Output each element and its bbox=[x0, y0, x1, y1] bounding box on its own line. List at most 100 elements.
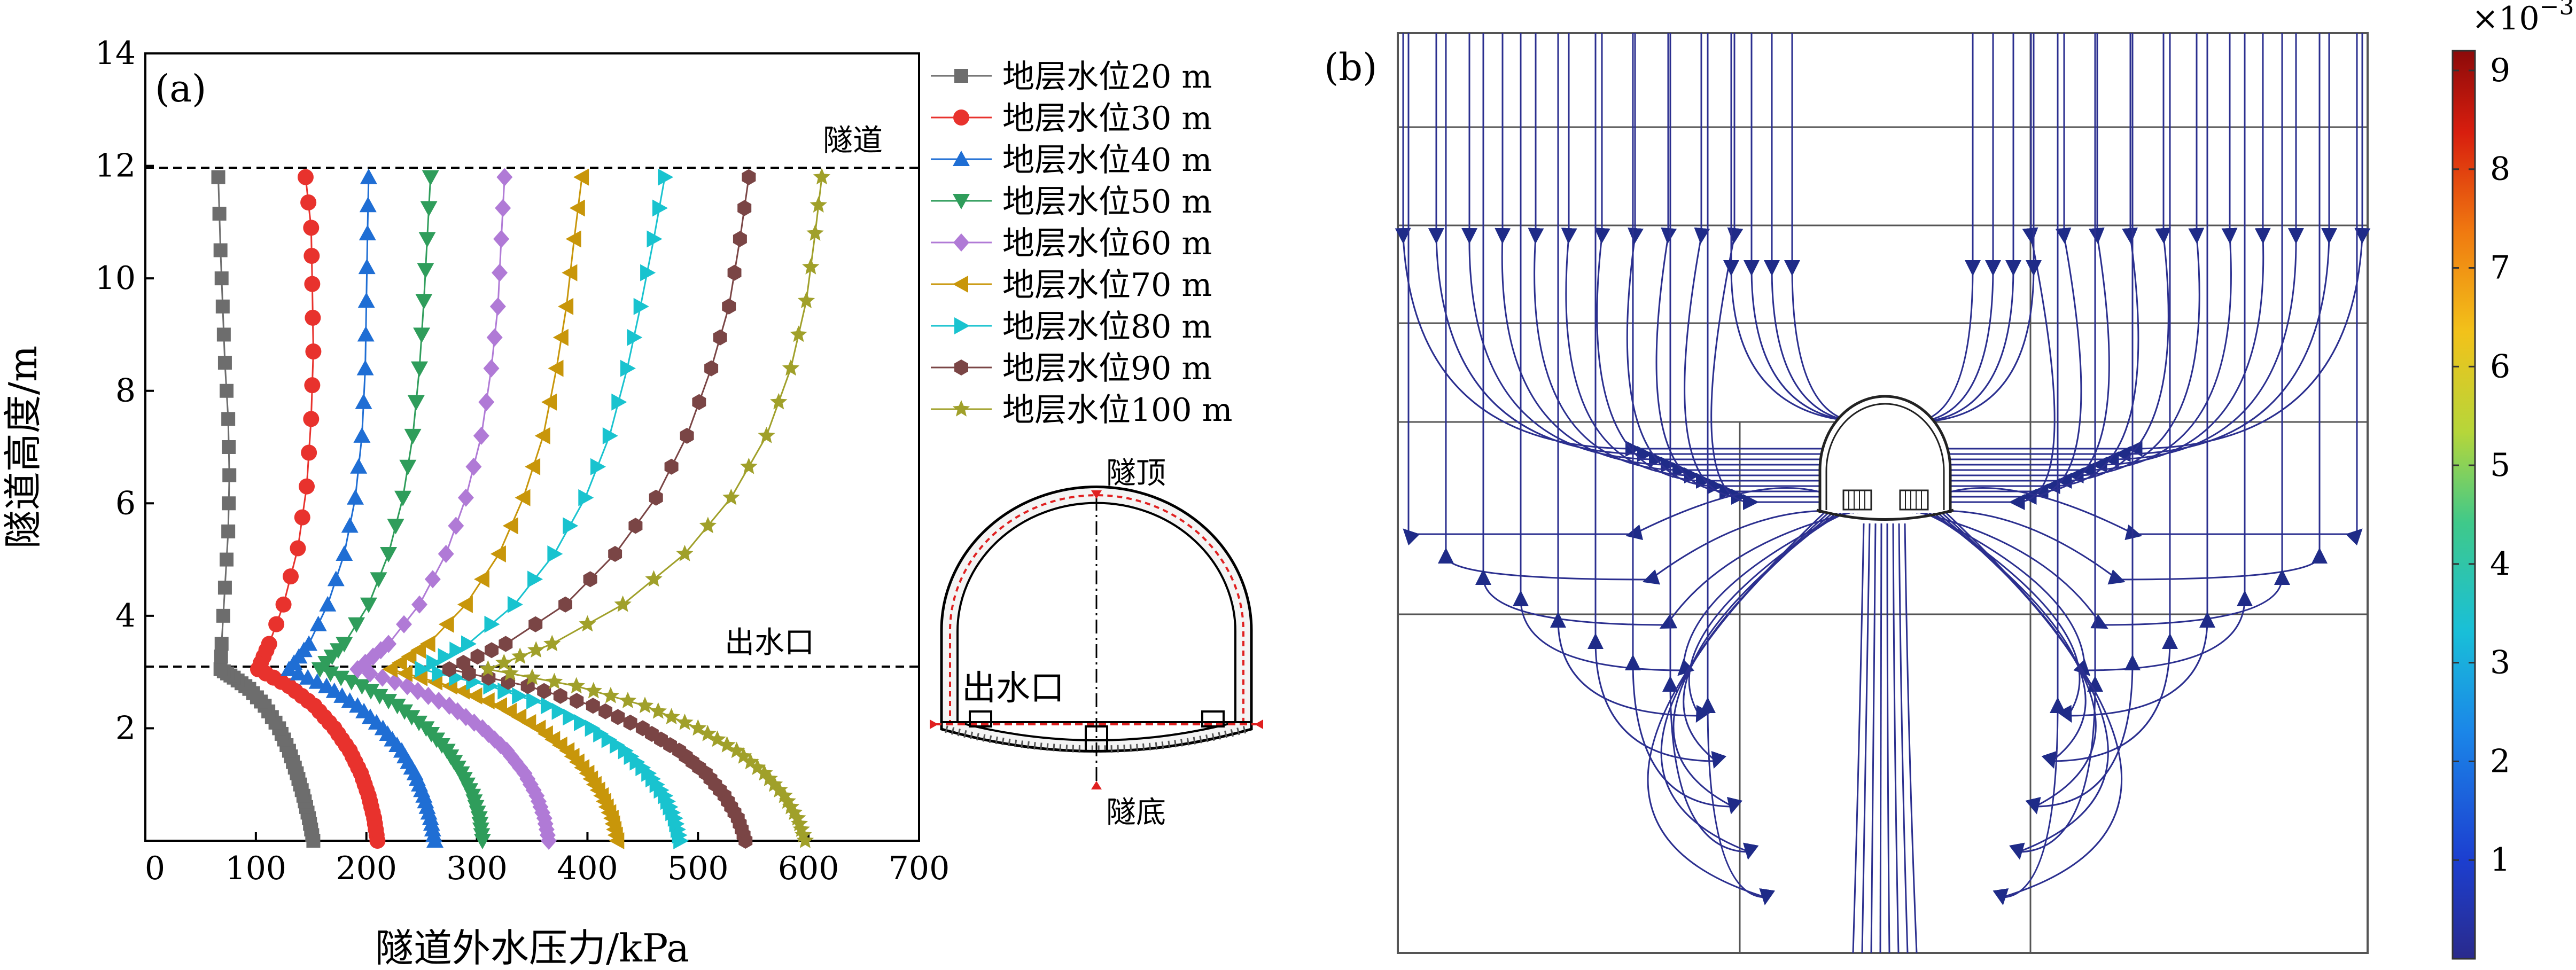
data-point bbox=[318, 677, 336, 693]
data-point bbox=[802, 258, 820, 275]
data-point bbox=[579, 615, 596, 632]
streamline bbox=[1945, 33, 2122, 905]
data-point bbox=[424, 570, 441, 589]
data-point bbox=[442, 661, 456, 677]
data-point bbox=[213, 662, 228, 676]
data-point bbox=[649, 702, 667, 719]
data-point bbox=[954, 359, 968, 376]
inset-top-marker bbox=[1091, 490, 1102, 499]
data-point bbox=[493, 230, 510, 248]
legend-label: 地层水位100 m bbox=[1002, 392, 1233, 429]
data-point bbox=[699, 725, 717, 741]
colorbar-tick-label: 4 bbox=[2490, 545, 2510, 583]
legend-item: 地层水位80 m bbox=[931, 308, 1212, 346]
data-point bbox=[585, 682, 602, 699]
data-point bbox=[507, 596, 523, 613]
data-point bbox=[370, 572, 387, 588]
data-point bbox=[565, 230, 581, 248]
series-line bbox=[257, 177, 378, 841]
data-point bbox=[309, 615, 327, 631]
data-point bbox=[305, 309, 321, 326]
data-point bbox=[598, 703, 612, 719]
data-point bbox=[692, 394, 706, 410]
data-point bbox=[215, 299, 230, 314]
tunnel-in-domain bbox=[1816, 395, 1954, 521]
inset-drain-left bbox=[969, 710, 992, 728]
data-point bbox=[511, 708, 527, 726]
data-point bbox=[680, 427, 694, 444]
tunnel-cross-section-inset: 隧顶 出水口 隧底 bbox=[930, 456, 1263, 830]
data-point bbox=[268, 616, 285, 632]
y-tick-label: 12 bbox=[95, 147, 136, 185]
data-point bbox=[633, 298, 649, 315]
plot-frame-a bbox=[144, 52, 920, 842]
streamline bbox=[1655, 33, 1827, 499]
legend-label: 地层水位90 m bbox=[1002, 350, 1212, 387]
data-point bbox=[567, 677, 585, 694]
data-point bbox=[411, 361, 428, 377]
streamline bbox=[1763, 33, 1860, 423]
data-point bbox=[733, 231, 747, 247]
legend-item: 地层水位50 m bbox=[931, 183, 1212, 221]
legend-item: 地层水位40 m bbox=[931, 142, 1212, 179]
data-point bbox=[303, 220, 320, 236]
legend-label: 地层水位50 m bbox=[1002, 183, 1212, 221]
data-point bbox=[411, 595, 427, 614]
inset-top-label: 隧顶 bbox=[1106, 456, 1166, 491]
data-point bbox=[211, 170, 225, 184]
streamline bbox=[1949, 33, 2056, 510]
data-point bbox=[388, 699, 406, 715]
data-point bbox=[456, 655, 471, 671]
data-point bbox=[432, 664, 448, 682]
data-point bbox=[649, 489, 663, 506]
data-point bbox=[214, 271, 229, 286]
data-point bbox=[541, 697, 556, 715]
data-point bbox=[343, 675, 360, 691]
data-point bbox=[489, 297, 506, 316]
data-point bbox=[438, 615, 454, 633]
x-tick-label: 100 bbox=[225, 850, 287, 887]
data-point bbox=[465, 457, 482, 476]
streamline bbox=[1861, 523, 1871, 953]
streamline bbox=[1943, 33, 2110, 499]
colorbar-tick-label: 8 bbox=[2490, 151, 2510, 188]
data-point bbox=[449, 642, 465, 659]
data-point bbox=[523, 668, 541, 685]
data-point bbox=[771, 781, 788, 797]
inset-outlet-label: 出水口 bbox=[962, 669, 1064, 708]
data-point bbox=[619, 692, 637, 708]
data-point bbox=[602, 686, 619, 703]
y-tick-label: 10 bbox=[95, 260, 136, 297]
data-point bbox=[304, 276, 321, 292]
series-line bbox=[356, 177, 550, 841]
data-point bbox=[356, 359, 374, 376]
data-point bbox=[371, 689, 388, 705]
data-point bbox=[636, 697, 654, 714]
streamline bbox=[1898, 523, 1909, 953]
colorbar-tick-label: 1 bbox=[2490, 841, 2510, 879]
data-point bbox=[473, 426, 489, 445]
series-triangle-down bbox=[311, 170, 491, 849]
data-point bbox=[578, 489, 594, 506]
y-tick-label: 6 bbox=[115, 484, 136, 522]
data-point bbox=[543, 635, 561, 652]
data-point bbox=[495, 199, 511, 217]
data-point bbox=[530, 719, 546, 737]
x-tick-label: 300 bbox=[446, 850, 508, 887]
streamline bbox=[1892, 523, 1900, 953]
data-point bbox=[221, 412, 236, 426]
data-point bbox=[391, 654, 407, 671]
data-point bbox=[699, 517, 717, 534]
data-point bbox=[611, 709, 625, 725]
data-point bbox=[782, 359, 800, 376]
data-point bbox=[347, 489, 364, 505]
legend-item: 地层水位90 m bbox=[931, 350, 1212, 387]
data-point bbox=[548, 359, 564, 377]
data-point bbox=[220, 552, 234, 567]
data-point bbox=[756, 764, 773, 781]
colorbar-tick-label: 3 bbox=[2490, 644, 2510, 682]
data-point bbox=[537, 683, 551, 699]
data-point bbox=[520, 714, 536, 731]
